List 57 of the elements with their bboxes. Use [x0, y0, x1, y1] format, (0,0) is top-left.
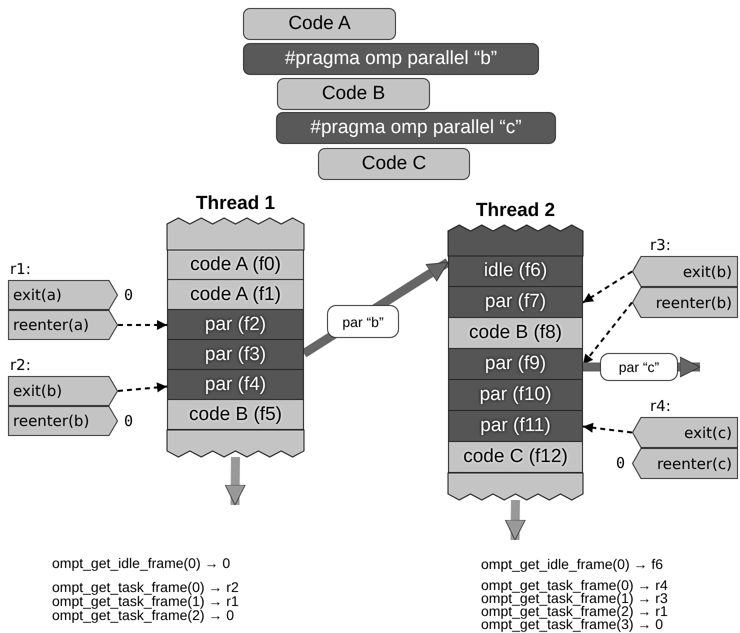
- code-block: Code B: [277, 78, 430, 110]
- stack-frame: par (f11): [448, 411, 583, 442]
- dashed-arrow: [582, 422, 632, 434]
- record-field: exit(b): [632, 256, 738, 287]
- record-field: exit(a): [8, 280, 118, 310]
- record-field: exit(b): [8, 376, 118, 406]
- call-stack: [448, 199, 583, 500]
- api-call-result: ompt_get_idle_frame(0) → 0: [52, 556, 230, 570]
- api-call-result: ompt_get_task_frame(1) → r1: [52, 594, 239, 608]
- stack-frame: code A (f0): [167, 250, 304, 280]
- dashed-arrow: [118, 320, 167, 330]
- stack-frame: par (f4): [167, 370, 304, 400]
- stack-frame: code B (f8): [448, 318, 583, 349]
- record-field: exit(c): [632, 417, 738, 448]
- stack-frame: par (f7): [448, 287, 583, 318]
- stack-frame: code B (f5): [167, 400, 304, 430]
- dashed-arrow: [582, 302, 633, 366]
- stack-frame: par (f2): [167, 310, 304, 340]
- api-call-result: ompt_get_task_frame(0) → r2: [52, 580, 239, 594]
- stack-frame: code A (f1): [167, 280, 304, 310]
- edge-label: par “b”: [327, 305, 399, 338]
- api-call-result: ompt_get_task_frame(0) → r4: [481, 578, 668, 592]
- record-field: reenter(b): [632, 287, 738, 318]
- api-call-result: ompt_get_task_frame(3) → 0: [481, 617, 664, 631]
- null-value: 0: [616, 454, 626, 472]
- stack-frame: code C (f12): [448, 442, 583, 473]
- dashed-arrow: [582, 270, 633, 304]
- code-block: #pragma omp parallel “c”: [276, 112, 556, 144]
- record-name: r4:: [650, 399, 671, 413]
- torn-stack-edge: [167, 218, 304, 250]
- record-field: reenter(c): [632, 448, 738, 479]
- stack-frame: idle (f6): [448, 256, 583, 287]
- torn-stack-edge: [448, 473, 583, 500]
- code-block: Code A: [243, 8, 396, 40]
- null-value: 0: [124, 412, 134, 430]
- dashed-arrow: [118, 382, 168, 392]
- code-block: Code C: [318, 148, 470, 180]
- api-call-result: ompt_get_idle_frame(0) → f6: [481, 557, 664, 571]
- api-call-result: ompt_get_task_frame(2) → r1: [481, 604, 668, 618]
- record-name: r3:: [650, 238, 671, 252]
- edge-label: par “c”: [600, 353, 678, 381]
- stack-frame: par (f3): [167, 340, 304, 370]
- stack-frame: par (f9): [448, 349, 583, 380]
- torn-stack-edge: [448, 225, 583, 256]
- null-value: 0: [124, 286, 134, 304]
- call-stack: [167, 192, 304, 457]
- code-block: #pragma omp parallel “b”: [243, 43, 539, 75]
- record-name: r1:: [10, 262, 31, 276]
- stack-heading: Thread 1: [194, 192, 276, 216]
- stack-heading: Thread 2: [474, 199, 556, 223]
- api-call-result: ompt_get_task_frame(1) → r3: [481, 591, 668, 605]
- record-field: reenter(a): [8, 310, 118, 340]
- stack-frame: par (f10): [448, 380, 583, 411]
- api-call-result: ompt_get_task_frame(2) → 0: [52, 608, 234, 622]
- record-field: reenter(b): [8, 406, 118, 436]
- torn-stack-edge: [167, 430, 304, 457]
- record-name: r2:: [10, 358, 31, 372]
